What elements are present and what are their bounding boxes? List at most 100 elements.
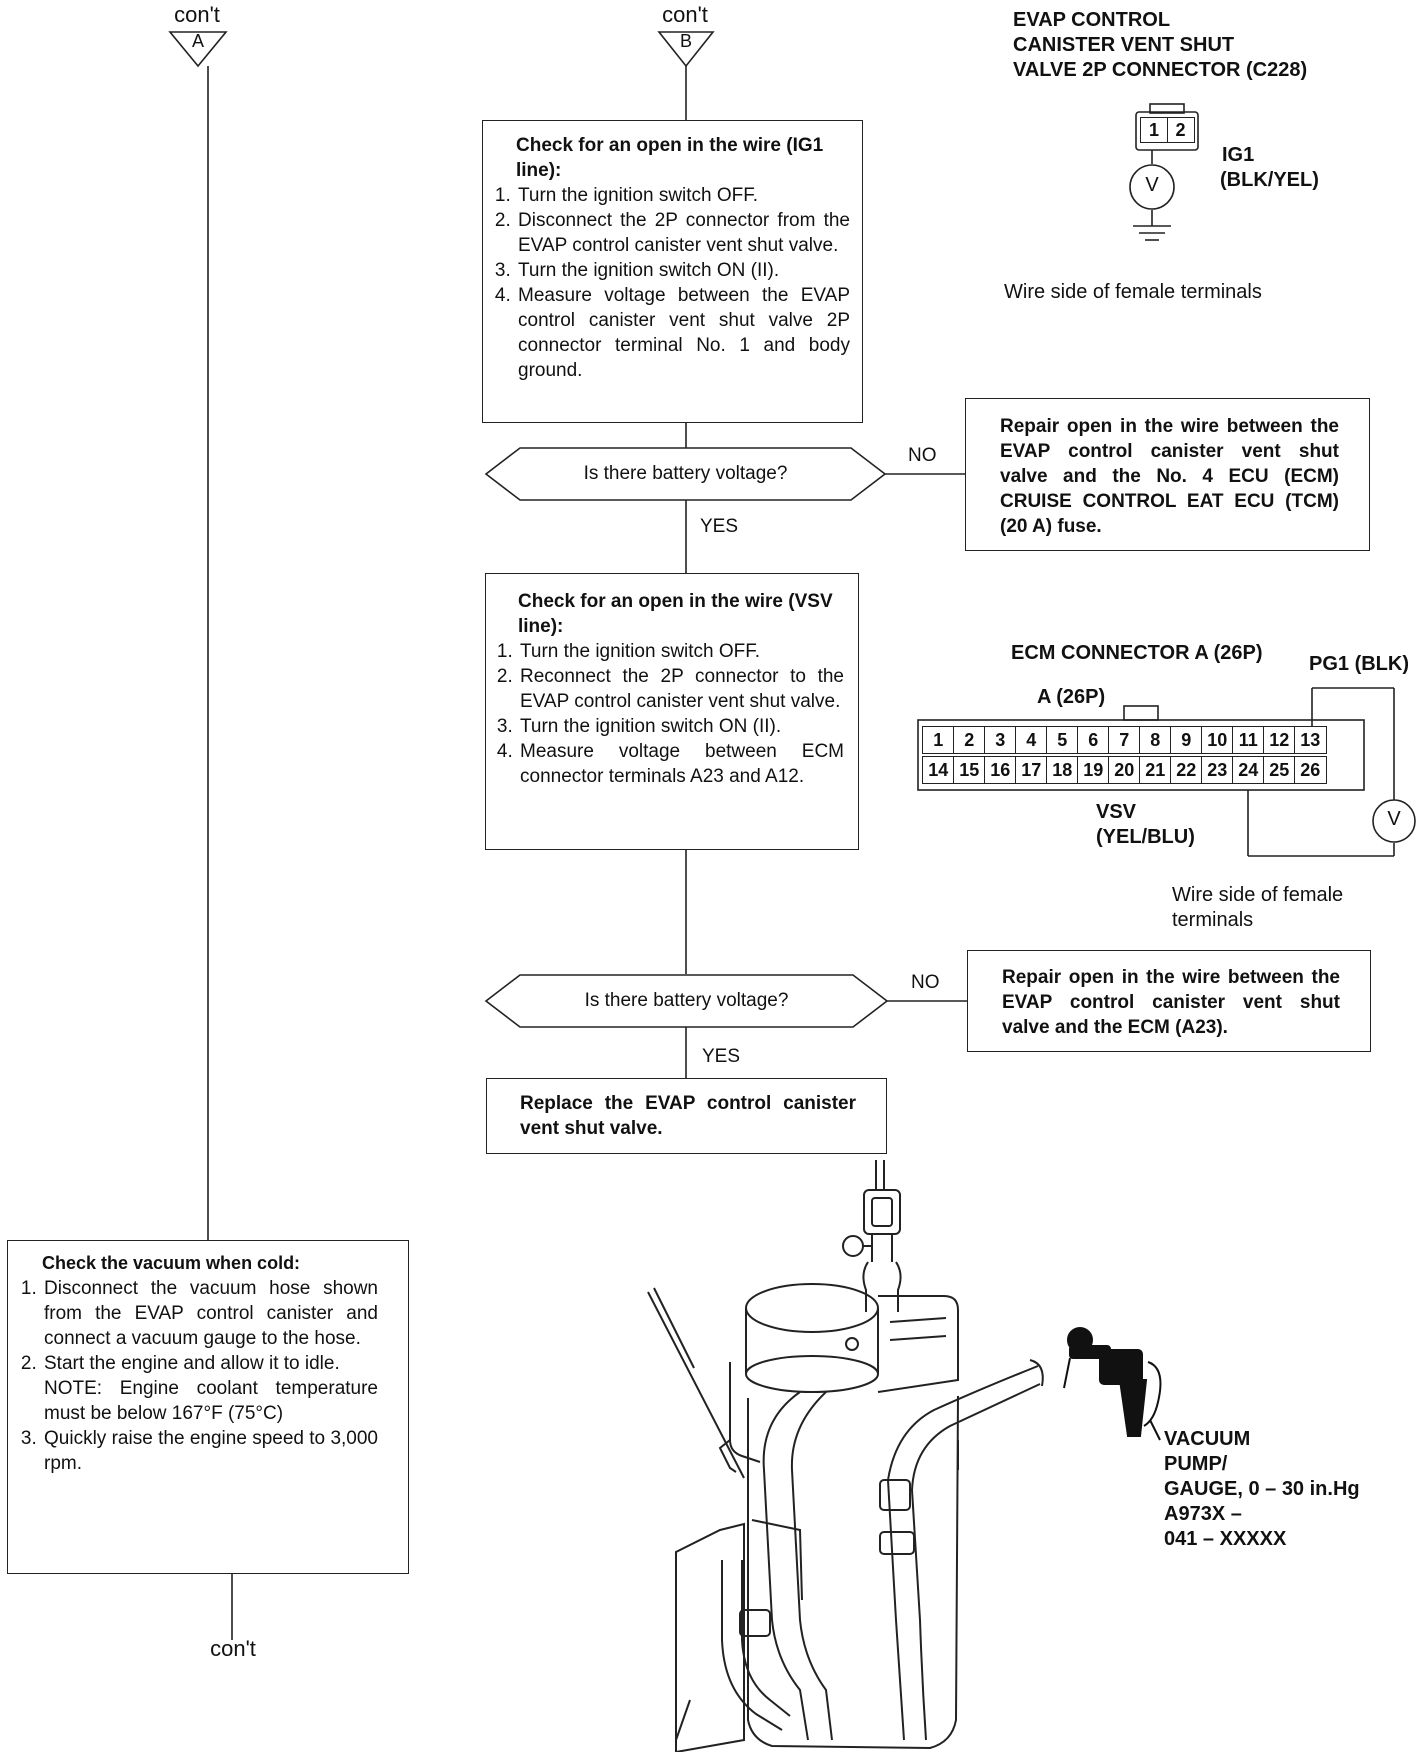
ecm-pin: 2 [953,726,986,754]
step2-item: Measure voltage between ECM connector te… [518,739,844,789]
step2-list: Turn the ignition switch OFF. Reconnect … [484,639,844,789]
ecm-pin: 15 [953,756,986,784]
decision1-yes: YES [700,516,739,537]
connector-2p-pin: 2 [1166,117,1195,143]
decision2-yes: YES [702,1046,741,1067]
ecm-vsv-wire: (YEL/BLU) [1096,826,1195,848]
vacuum-step-note: NOTE: Engine coolant temperature must be… [44,1378,378,1424]
ecm-pin: 10 [1201,726,1234,754]
cont-a-letter: A [191,31,204,51]
ecm-pin: 19 [1077,756,1110,784]
repair2-text: Repair open in the wire between the EVAP… [1002,967,1340,1038]
repair2-box: Repair open in the wire between the EVAP… [967,950,1371,1052]
connector-2p-caption: Wire side of female terminals [1004,281,1262,303]
connector-2p-meter-label: V [1145,174,1159,196]
ecm-pin: 1 [922,726,955,754]
ecm-pin: 5 [1046,726,1079,754]
cont-b-top-label: con't [662,2,708,27]
vacuum-step-title: Check the vacuum when cold: [42,1253,301,1273]
ecm-pin: 3 [984,726,1017,754]
vacuum-pump-illustration [1063,1327,1162,1441]
decision2-question: Is there battery voltage? [584,990,789,1011]
ecm-connector-sub: A (26P) [1037,686,1106,708]
ecm-connector-row1: 1 2 3 4 5 6 7 8 9 10 11 12 13 [922,726,1327,754]
ecm-pin: 21 [1139,756,1172,784]
ecm-caption: Wire side of female terminals [1172,883,1343,933]
cont-b-triangle [657,31,715,68]
connector-2p-pin: 1 [1140,117,1168,143]
step2-item: Turn the ignition switch OFF. [518,639,844,664]
ecm-pin: 17 [1015,756,1048,784]
ecm-pin: 4 [1015,726,1048,754]
ecm-vsv-label: VSV [1096,801,1137,823]
vacuum-step-item: Disconnect the vacuum hose shown from th… [42,1276,378,1351]
decision1-question: Is there battery voltage? [583,463,788,484]
ecm-connector-diagram [917,687,1416,857]
ecm-caption-line: Wire side of female [1172,884,1344,906]
ecm-connector-row2: 14 15 16 17 18 19 20 21 22 23 24 25 26 [922,756,1327,784]
ecm-pin: 20 [1108,756,1141,784]
step1-item: Measure voltage between the EVAP control… [516,283,850,383]
vacuum-tool-label: VACUUM PUMP/ GAUGE, 0 – 30 in.Hg A973X –… [1164,1427,1360,1552]
ecm-pin: 25 [1263,756,1296,784]
cont-a-triangle [168,31,228,68]
ecm-connector-pg1: PG1 (BLK) [1309,653,1409,675]
connector-2p-signal: IG1 [1222,144,1255,166]
connector-2p-title: EVAP CONTROL CANISTER VENT SHUT VALVE 2P… [1013,8,1307,83]
ecm-pin: 8 [1139,726,1172,754]
vacuum-step-list: Disconnect the vacuum hose shown from th… [8,1276,378,1476]
connector-2p-wire: (BLK/YEL) [1220,169,1319,191]
ecm-pin: 13 [1294,726,1327,754]
connector-2p-title-line: CANISTER VENT SHUT [1013,34,1235,56]
cont-b-letter: B [679,31,692,51]
step2-item: Reconnect the 2P connector to the EVAP c… [518,664,844,714]
step1-box: Check for an open in the wire (IG1 line)… [482,120,863,423]
ecm-pin: 16 [984,756,1017,784]
cont-a-top-label: con't [174,2,220,27]
ecm-pin: 9 [1170,726,1203,754]
vacuum-tool-line: VACUUM [1164,1428,1251,1450]
connector-2p-pins: 1 2 [1140,117,1195,143]
ecm-pin: 7 [1108,726,1141,754]
decision2-no: NO [911,972,940,993]
connector-2p-title-line: VALVE 2P CONNECTOR (C228) [1013,59,1308,81]
ecm-pin: 14 [922,756,955,784]
vacuum-step-item-text: Start the engine and allow it to idle. [44,1353,340,1374]
step1-title: Check for an open in the wire (IG1 line)… [516,135,824,181]
ecm-pin: 18 [1046,756,1079,784]
connector-2p-title-line: EVAP CONTROL [1013,9,1171,31]
step1-item: Turn the ignition switch ON (II). [516,258,850,283]
replace-box: Replace the EVAP control canister vent s… [486,1078,887,1154]
ecm-pin: 6 [1077,726,1110,754]
ecm-connector-title: ECM CONNECTOR A (26P) [1011,642,1263,664]
step2-box: Check for an open in the wire (VSV line)… [485,573,859,850]
step1-item: Disconnect the 2P connector from the EVA… [516,208,850,258]
vacuum-tool-line: A973X – [1164,1503,1242,1525]
ecm-pin: 24 [1232,756,1265,784]
ecm-pin: 12 [1263,726,1296,754]
vacuum-step-item: Quickly raise the engine speed to 3,000 … [42,1426,378,1476]
vacuum-step-box: Check the vacuum when cold: Disconnect t… [7,1240,409,1574]
repair1-text: Repair open in the wire between the EVAP… [1000,416,1339,537]
ecm-meter-label: V [1387,808,1401,830]
connector-2p-diagram [1129,103,1199,241]
decision1-no: NO [908,445,937,466]
step1-list: Turn the ignition switch OFF. Disconnect… [482,183,850,383]
cont-bottom-label: con't [210,1636,256,1661]
vacuum-tool-line: 041 – XXXXX [1164,1528,1287,1550]
ecm-pin: 23 [1201,756,1234,784]
replace-text: Replace the EVAP control canister vent s… [520,1093,856,1139]
step1-item: Turn the ignition switch OFF. [516,183,850,208]
ecm-pin: 26 [1294,756,1327,784]
step2-item: Turn the ignition switch ON (II). [518,714,844,739]
decision1-shape [484,447,887,501]
ecm-pin: 22 [1170,756,1203,784]
ecm-caption-line: terminals [1172,909,1254,931]
step2-title: Check for an open in the wire (VSV line)… [518,591,833,637]
ecm-pin: 11 [1232,726,1265,754]
vacuum-step-item: Start the engine and allow it to idle. N… [42,1351,378,1426]
repair1-box: Repair open in the wire between the EVAP… [965,398,1370,551]
decision2-shape [484,974,889,1028]
evap-canister-illustration [647,1160,1044,1752]
